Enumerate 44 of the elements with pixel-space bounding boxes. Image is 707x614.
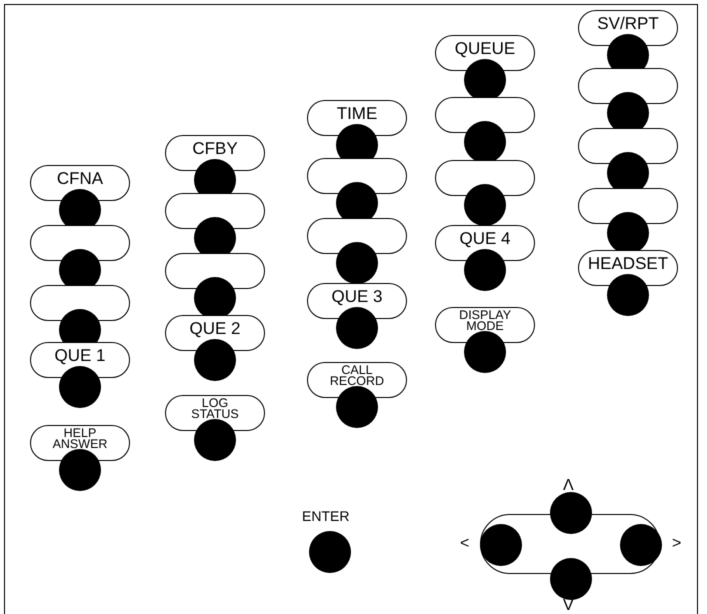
- key-label-plate: [435, 225, 535, 261]
- blank-label-plate: [30, 225, 130, 261]
- key-label: CFNA: [56, 170, 104, 188]
- key-label-plate: [435, 35, 535, 71]
- key-label-plate: [30, 342, 130, 378]
- key-label-plate: [307, 283, 407, 319]
- key-label: SV/RPT: [597, 15, 659, 33]
- key-label-plate: [578, 10, 678, 46]
- key-label-plate: [165, 395, 265, 431]
- key-label: HEADSET: [588, 255, 668, 273]
- key-label: QUE 1: [54, 347, 106, 365]
- blank-label-plate: [578, 68, 678, 104]
- direction-label: Λ: [563, 478, 574, 494]
- blank-label-plate: [578, 188, 678, 224]
- direction-label: V: [563, 598, 574, 614]
- key-label-plate: [165, 315, 265, 351]
- key-label-plate: [30, 425, 130, 461]
- blank-label-plate: [307, 218, 407, 254]
- key-label-plate: [435, 307, 535, 343]
- blank-label-plate: [435, 97, 535, 133]
- key-label-plate: [307, 100, 407, 136]
- key-label: CFBY: [192, 140, 238, 158]
- key-label: QUEUE: [454, 40, 516, 58]
- key-label: TIME: [336, 105, 378, 123]
- direction-label: >: [672, 536, 682, 552]
- key-label: HELP ANSWER: [52, 428, 108, 450]
- blank-label-plate: [165, 193, 265, 229]
- key-label: QUE 2: [189, 320, 241, 338]
- blank-label-plate: [165, 253, 265, 289]
- key-label-plate: [307, 362, 407, 398]
- direction-label: <: [460, 536, 470, 552]
- key-label: QUE 3: [331, 288, 383, 306]
- blank-label-plate: [435, 160, 535, 196]
- key-label-plate: [578, 250, 678, 286]
- key-label-plate: [165, 135, 265, 171]
- blank-label-plate: [578, 128, 678, 164]
- key-label-plate: [30, 165, 130, 201]
- blank-label-plate: [307, 158, 407, 194]
- blank-label-plate: [30, 285, 130, 321]
- key-label: DISPLAY MODE: [459, 310, 511, 332]
- key-label: LOG STATUS: [191, 398, 239, 420]
- key-label: CALL RECORD: [330, 365, 384, 387]
- key-label: ENTER: [302, 508, 350, 524]
- key-label: QUE 4: [459, 230, 511, 248]
